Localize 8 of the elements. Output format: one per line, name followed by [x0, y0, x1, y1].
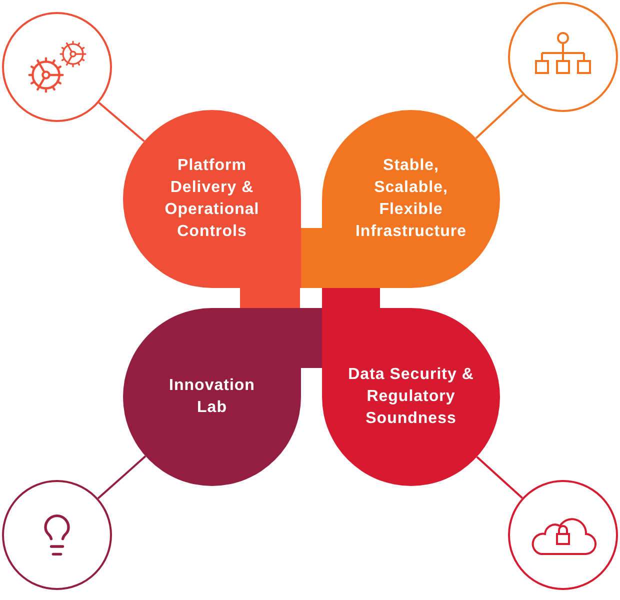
petal-label: Data Security & Regulatory Soundness [347, 365, 475, 429]
petal-label: Platform Delivery & Operational Controls [164, 156, 260, 242]
connector-line [476, 456, 523, 499]
petal-label: Innovation Lab [168, 376, 256, 418]
connector-line [475, 94, 524, 139]
connector-line [98, 102, 145, 142]
connector-line [97, 455, 146, 500]
petal-label: Stable, Scalable, Flexible Infrastructure [354, 156, 468, 242]
